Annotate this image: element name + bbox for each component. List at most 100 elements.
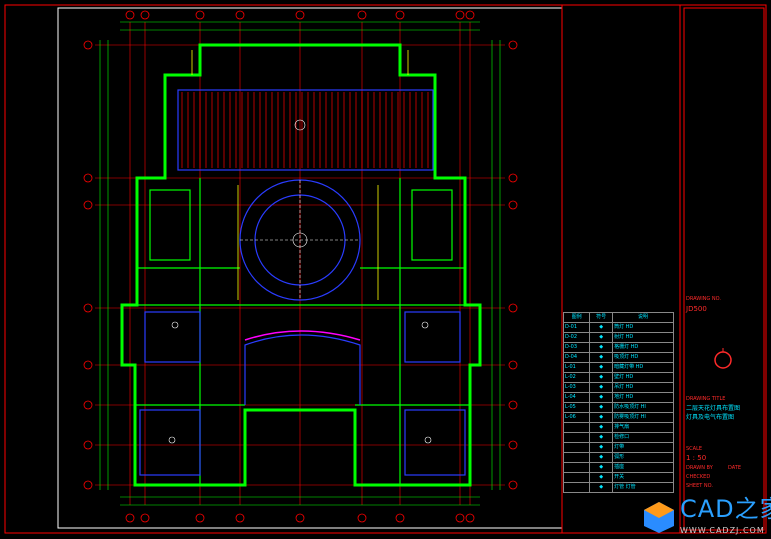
legend-desc: 格栅灯 HD [612,342,674,353]
legend-row: ◆检修口 [562,432,674,443]
sheet-no-label: SHEET NO. [686,483,713,489]
drawing-no-label: DRAWING NO. [686,296,721,302]
legend-symbol-icon: ◆ [589,362,614,373]
title-block-frame [683,7,765,531]
legend-symbol-icon: ◆ [589,432,614,443]
legend-desc: 插座 [612,462,674,473]
yellow-lines [191,50,409,300]
legend-code: D-04 [562,352,591,363]
scale-value: 1 : 50 [686,454,707,462]
legend-symbol-icon: ◆ [589,332,614,343]
legend-row: L-04◆地灯 HD [562,392,674,403]
ceiling-slats [181,92,429,168]
legend-code [562,482,591,493]
legend-row: D-01◆筒灯 HD [562,322,674,333]
legend-symbol-icon: ◆ [589,482,614,493]
legend-code [562,452,591,463]
drawing-title-2: 灯具及电气布置图 [686,414,735,421]
legend-row: D-04◆吸顶灯 HD [562,352,674,363]
legend-code: D-02 [562,332,591,343]
watermark-url: WWW.CADZJ.COM [680,526,765,535]
legend-symbol-icon: ◆ [589,422,614,433]
title-block: DRAWING NO. JD500 DRAWING TITLE 二层天花灯具布置… [684,8,764,489]
legend-symbol-icon: ◆ [589,342,614,353]
legend-row: ◆开关 [562,472,674,483]
legend-symbol-icon: ◆ [589,452,614,463]
legend-code: D-01 [562,322,591,333]
sheet-border [4,4,767,534]
legend-desc: 射灯 HD [612,332,674,343]
legend-row: D-02◆射灯 HD [562,332,674,343]
drawing-title-label: DRAWING TITLE [686,396,726,402]
legend-header-symbol: 符号 [589,312,614,323]
legend-symbol-icon: ◆ [589,382,614,393]
legend-header-code: 图例 [562,312,591,323]
watermark: CAD之家 WWW.CADZJ.COM [640,495,771,538]
dimension-lines [99,21,501,506]
legend-row: ◆灯带 [562,442,674,453]
cadzj-logo-icon [644,502,674,533]
grid-axes [95,22,505,505]
legend-desc: 弧形 [612,452,674,463]
legend-desc: 检修口 [612,432,674,443]
legend-desc: 防雾吸顶灯 HI [612,412,674,423]
legend-desc: 吊灯 HD [612,382,674,393]
axis-bubbles [83,10,518,523]
scale-label: SCALE [686,446,703,452]
watermark-brand: CAD之家 [680,495,771,523]
legend-symbol-icon: ◆ [589,442,614,453]
legend-symbol-icon: ◆ [589,412,614,423]
legend-code [562,442,591,453]
legend-code: L-04 [562,392,591,403]
company-logo-icon [714,348,732,369]
legend-row: L-03◆吊灯 HD [562,382,674,393]
legend-desc: 灯管 灯管 [612,482,674,493]
legend-row: ◆灯管 灯管 [562,482,674,493]
legend-desc: 排气扇 [612,422,674,433]
legend-desc: 吸顶灯 HD [612,352,674,363]
legend-code [562,462,591,473]
legend-symbol-icon: ◆ [589,372,614,383]
legend-row: L-01◆暗藏灯带 HD [562,362,674,373]
legend-row: D-03◆格栅灯 HD [562,342,674,353]
legend-row: ◆插座 [562,462,674,473]
legend-symbol-icon: ◆ [589,472,614,483]
legend-code: L-03 [562,382,591,393]
legend-desc: 地灯 HD [612,392,674,403]
legend-desc: 筒灯 HD [612,322,674,333]
legend-code [562,422,591,433]
legend-code: L-06 [562,412,591,423]
legend-header-desc: 说明 [612,312,674,323]
legend-desc: 灯带 [612,442,674,453]
legend-code [562,432,591,443]
legend-desc: 壁灯 HD [612,372,674,383]
date-label: DATE [728,465,742,471]
legend-code: D-03 [562,342,591,353]
legend-row: ◆排气扇 [562,422,674,433]
drawn-by-label: DRAWN BY [686,465,713,471]
light-fixtures [168,119,432,444]
legend-code: L-02 [562,372,591,383]
legend-symbol-icon: ◆ [589,352,614,363]
legend-row: ◆弧形 [562,452,674,463]
legend-code: L-01 [562,362,591,373]
legend-symbol-icon: ◆ [589,322,614,333]
legend-code [562,472,591,483]
drawing-no: JD500 [686,305,707,313]
legend-desc: 暗藏灯带 HD [612,362,674,373]
drawing-title-1: 二层天花灯具布置图 [686,405,741,412]
legend-code: L-05 [562,402,591,413]
legend-symbol-icon: ◆ [589,462,614,473]
legend-row: L-05◆防水吸顶灯 HI [562,402,674,413]
building-walls [120,43,482,487]
legend-desc: 开关 [612,472,674,483]
arc-light-strip [244,330,361,341]
legend-row: L-06◆防雾吸顶灯 HI [562,412,674,423]
legend-row: L-02◆壁灯 HD [562,372,674,383]
legend-desc: 防水吸顶灯 HI [612,402,674,413]
legend-symbol-icon: ◆ [589,402,614,413]
